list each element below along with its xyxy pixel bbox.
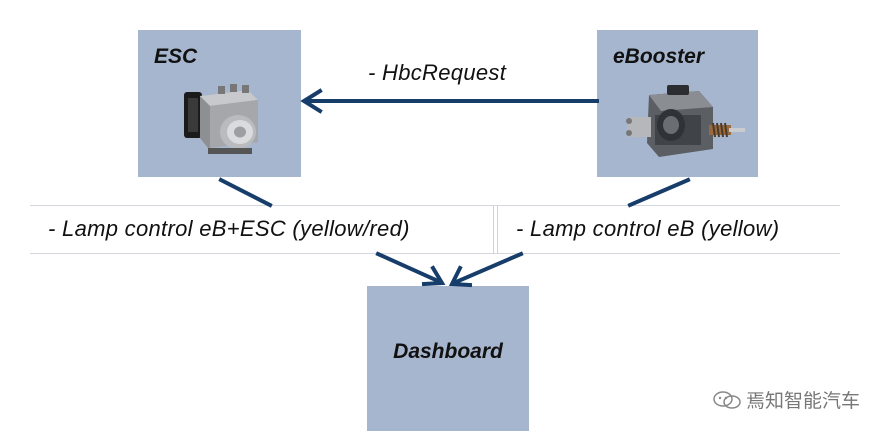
arrow-lamp-esc-upper (218, 177, 273, 208)
arrowhead-esc (300, 88, 323, 114)
arrow-lamp-eb-upper (627, 177, 691, 208)
ebooster-title: eBooster (613, 45, 705, 68)
label-band-separator (497, 205, 498, 253)
dashboard-title: Dashboard (393, 340, 503, 363)
ebooster-node: eBooster (597, 30, 758, 177)
esc-title: ESC (154, 45, 198, 68)
label-band-bottom-line (30, 253, 840, 254)
lamp-control-esc-label: - Lamp control eB+ESC (yellow/red) (48, 216, 410, 241)
esc-node: ESC (138, 30, 301, 177)
label-band-top-line (30, 205, 840, 206)
label-band-separator (493, 205, 494, 253)
wechat-icon (713, 391, 741, 409)
watermark: 焉知智能汽车 (712, 386, 860, 413)
arrowhead-dashboard-right (448, 265, 473, 288)
arrow-lamp-eb-lower (453, 251, 524, 285)
lamp-control-eb-label: - Lamp control eB (yellow) (516, 216, 780, 241)
watermark-text: 焉知智能汽车 (745, 390, 860, 412)
ebooster-actuator-icon (626, 85, 745, 157)
hbc-request-label: - HbcRequest (368, 60, 507, 85)
arrow-lamp-esc-lower (375, 251, 441, 284)
abs-esc-module-icon (184, 84, 258, 154)
dashboard-node: Dashboard (367, 286, 529, 431)
arrowhead-dashboard-left (421, 265, 446, 287)
